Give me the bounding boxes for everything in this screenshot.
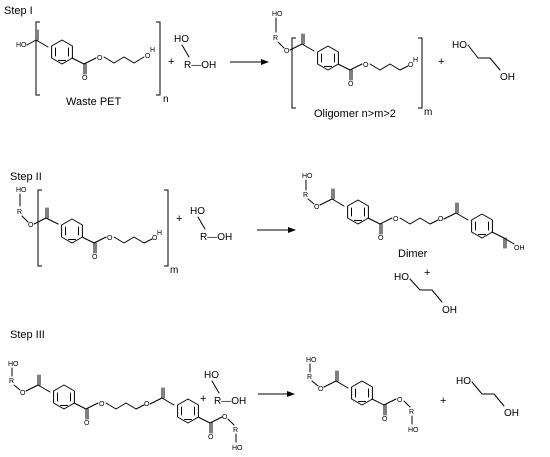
atom-o: O [208,434,214,441]
atom-o: O [284,48,290,55]
atom-r: R [233,427,238,434]
atom-oh: OH [500,72,515,83]
atom-r: R [303,192,308,199]
diol-reagent: HO R—OH [204,370,246,407]
atom-r: R [273,35,278,42]
atom-ho: HO [456,376,471,387]
subscript-m: m [170,265,178,276]
subscript-n: n [163,94,169,105]
atom-o: O [82,75,88,82]
ethylene-glycol: HO OH [456,376,519,419]
atom-ho: HO [8,361,19,368]
atom-o: O [222,414,228,421]
plus-sign: + [176,213,182,225]
atom-r: R [9,378,14,385]
atom-o: O [92,254,98,261]
plus-sign: + [440,395,446,407]
atom-o: O [84,420,90,427]
waste-pet-structure: HO O O O H n [16,21,169,105]
diol-reagent: HO R—OH [190,206,232,243]
atom-ho: HO [232,445,243,452]
right-bracket [156,21,161,96]
atom-o: O [378,235,384,242]
atom-o: O [107,235,113,242]
atom-o: O [28,222,34,229]
step-2-label: Step II [10,171,42,183]
atom-o: O [20,390,26,397]
ethylene-glycol: HO OH [452,40,515,83]
atom-r-oh: R—OH [200,232,232,243]
atom-ho: HO [190,206,205,217]
atom-o: O [99,401,105,408]
dimer-label: Dimer [398,248,428,260]
atom-h: H [150,47,155,54]
atom-o: O [408,62,414,69]
atom-r: R [307,374,312,381]
dimer-structure: HO R O O O O OH [302,173,525,252]
atom-o: O [145,53,151,60]
atom-ho: HO [174,34,189,45]
atom-o: O [348,81,354,88]
subscript-m: m [424,107,432,118]
atom-o: O [393,216,399,223]
atom-oh: OH [504,408,519,419]
atom-h: H [413,57,418,64]
atom-r: R [409,409,414,416]
atom-o: O [438,216,444,223]
atom-r-oh: R—OH [184,60,216,71]
oligomer-structure: HO R O O O O H m [272,11,432,118]
atom-h: H [157,230,162,237]
atom-o: O [314,204,320,211]
left-bracket [35,21,40,96]
atom-o: O [363,62,369,69]
atom-ho: HO [16,42,27,49]
atom-o: O [318,386,324,393]
step-3-label: Step III [10,329,45,341]
atom-o: O [144,401,150,408]
dimer-reactant: HO R O O O O O O R HO [8,361,243,452]
atom-o: O [397,397,403,404]
atom-oh: OH [442,305,457,316]
waste-pet-label: Waste PET [66,96,121,108]
diol-reagent: HO R—OH [174,34,216,71]
oligomer-label: Oligomer n>m>2 [314,108,396,120]
atom-ho: HO [306,357,317,364]
atom-ho: HO [204,370,219,381]
atom-o: O [152,235,158,242]
monomer-product: HO R O O O R HO [306,357,419,434]
atom-ho: HO [272,11,283,18]
plus-sign: + [438,56,444,68]
plus-sign: + [424,267,430,279]
oligomer-reactant: HO R O O O O H m [16,187,178,276]
atom-oh: OH [514,245,525,252]
atom-ho: HO [408,427,419,434]
atom-o: O [382,416,388,423]
atom-ho: HO [394,272,409,283]
plus-sign: + [168,56,174,68]
step-1-label: Step I [4,5,33,17]
atom-ho: HO [452,40,467,51]
atom-r-oh: R—OH [214,396,246,407]
ethylene-glycol: HO OH [394,272,457,316]
atom-ho: HO [16,187,27,194]
plus-sign: + [200,393,206,405]
atom-o: O [97,55,103,62]
atom-ho: HO [302,173,313,180]
atom-r: R [17,209,22,216]
